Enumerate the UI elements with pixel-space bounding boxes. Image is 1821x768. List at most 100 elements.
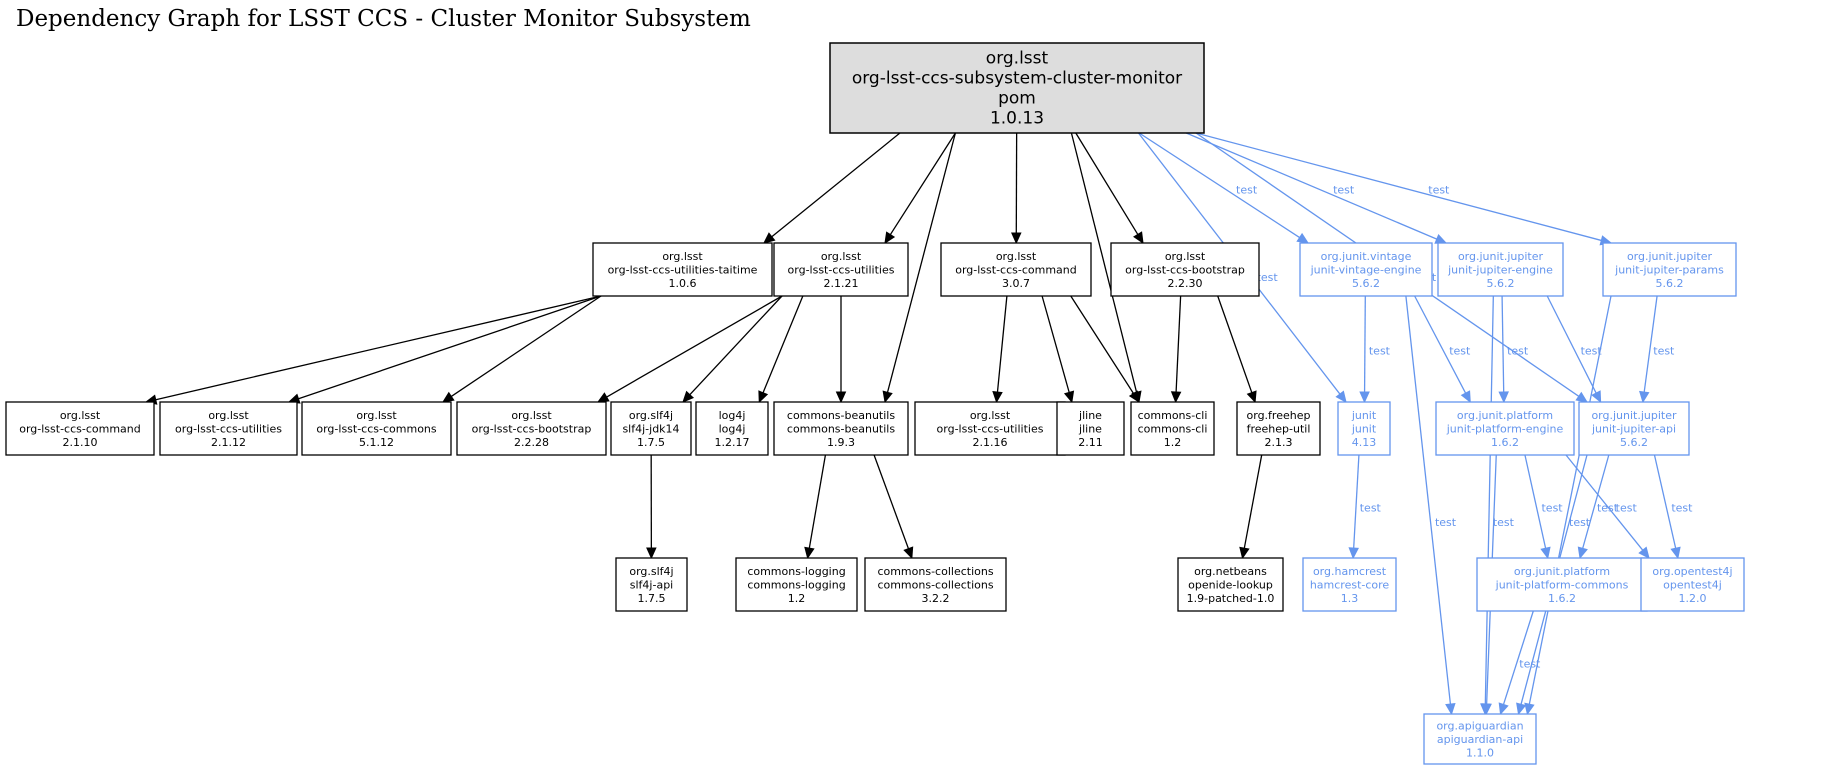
node-label-line: slf4j-jdk14 (622, 422, 679, 435)
edge-line (1138, 132, 1300, 239)
edge-utilities2121-to-slf4jJdk14 (682, 295, 783, 403)
node-label-line: jline (1078, 422, 1102, 435)
edge-arrowhead (1296, 232, 1310, 244)
node-label-line: junit-jupiter-api (1591, 422, 1676, 435)
node-box (914, 401, 1066, 456)
node-label-line: 5.6.2 (1620, 436, 1648, 449)
node-label-line: org.junit.jupiter (1591, 409, 1677, 422)
node-box (301, 401, 452, 456)
node-label-line: org.lsst (511, 409, 552, 422)
edge-line (1501, 295, 1505, 393)
node-label-line: 2.1.10 (63, 436, 98, 449)
edge-line (889, 132, 956, 235)
node-label-line: 5.1.12 (359, 436, 394, 449)
edge-line (450, 295, 602, 397)
edge-line (1185, 132, 1438, 240)
edge-arrowhead (1170, 391, 1182, 404)
edge-line (1041, 295, 1070, 393)
edge-arrowhead (763, 232, 776, 244)
edge-root-to-command307 (1011, 132, 1022, 245)
node-label-line: org-lsst-ccs-utilities (175, 422, 282, 435)
edge-label: test (1449, 344, 1471, 357)
node-label-line: commons-collections (877, 578, 993, 591)
node-label-line: org.junit.platform (1457, 409, 1553, 422)
node-label-line: junit-vintage-engine (1310, 263, 1422, 276)
edge-line (762, 295, 804, 393)
graph-title: Dependency Graph for LSST CCS - Cluster … (16, 6, 751, 32)
node-box (1056, 401, 1125, 456)
node-label-line: org.opentest4j (1652, 565, 1732, 578)
node-box (1302, 557, 1397, 612)
node-label-line: 2.1.21 (824, 277, 859, 290)
edge-label: test (1507, 344, 1529, 357)
node-collections: commons-collectionscommons-collections3.… (864, 557, 1007, 612)
node-label-line: 1.0.6 (669, 277, 697, 290)
edge-arrowhead (1133, 231, 1144, 245)
edge-arrowhead (682, 390, 695, 403)
edge-line (1070, 295, 1135, 394)
node-label-line: hamcrest-core (1310, 578, 1390, 591)
edge-arrowhead (1638, 546, 1650, 559)
edge-label: test (1569, 516, 1591, 529)
node-label-line: commons-logging (747, 578, 845, 591)
node-label-line: org.junit.platform (1514, 565, 1610, 578)
edge-command307-to-commonsCli (1070, 295, 1140, 404)
edge-vintage-to-apiguardian: test (1405, 295, 1457, 716)
edge-jupiterApi-to-platformCommons: test (1577, 454, 1619, 560)
node-label-line: org.slf4j (629, 409, 673, 422)
edge-line (886, 132, 957, 393)
edge-platformEngine-to-opentest4j: test (1565, 454, 1650, 559)
node-label-line: 1.2.0 (1679, 592, 1707, 605)
edge-line (996, 295, 1008, 393)
edge-label: test (1616, 502, 1638, 515)
edge-arrowhead (835, 391, 847, 404)
edge-beanutils-to-logging (804, 454, 827, 560)
edge-arrowhead (1359, 391, 1370, 404)
node-label-line: junit-platform-commons (1495, 578, 1629, 591)
node-platformCommons: org.junit.platformjunit-platform-commons… (1476, 557, 1648, 612)
edge-arrowhead (1540, 546, 1551, 560)
node-box (159, 401, 298, 456)
edge-line (1582, 454, 1610, 549)
edge-line (808, 454, 827, 549)
node-vintage: org.junit.vintagejunit-vintage-engine5.6… (1299, 242, 1433, 297)
node-label-line: 5.6.2 (1656, 277, 1684, 290)
edge-line (1353, 454, 1360, 549)
node-label-line: junit (1351, 409, 1377, 422)
edge-root-to-junit: test (1137, 132, 1347, 403)
node-box (5, 401, 155, 456)
node-label-line: 1.9-patched-1.0 (1187, 592, 1275, 605)
edge-line (1243, 454, 1263, 549)
node-label-line: 1.2 (1164, 436, 1182, 449)
node-box (735, 557, 858, 612)
node-label-line: 2.1.12 (211, 436, 246, 449)
edge-arrowhead (804, 546, 815, 560)
node-label-line: 1.2 (788, 592, 806, 605)
node-label-line: 5.6.2 (1352, 277, 1380, 290)
edge-arrowhead (1670, 546, 1681, 560)
edge-root-to-utilities2121 (884, 132, 956, 245)
node-taitime: org.lsstorg-lsst-ccs-utilities-taitime1.… (592, 242, 773, 297)
node-label-line: 2.1.3 (1265, 436, 1293, 449)
node-label-line: 1.9.3 (827, 436, 855, 449)
edge-line (1175, 295, 1182, 393)
edge-utilities2121-to-beanutils (835, 296, 847, 404)
edge-arrowhead (1434, 234, 1448, 244)
node-box (1437, 242, 1564, 297)
node-label-line: 1.7.5 (637, 436, 665, 449)
edge-label: test (1671, 502, 1693, 515)
node-label-line: junit (1351, 422, 1377, 435)
edge-arrowhead (1498, 702, 1509, 716)
edge-jupiterApi-to-opentest4j: test (1653, 454, 1693, 560)
edge-utilities2121-to-log4j (758, 295, 804, 404)
edge-arrowhead (1445, 702, 1456, 716)
edge-taitime-to-commons5112 (441, 295, 602, 403)
node-label-line: org-lsst-ccs-bootstrap (1125, 263, 1245, 276)
